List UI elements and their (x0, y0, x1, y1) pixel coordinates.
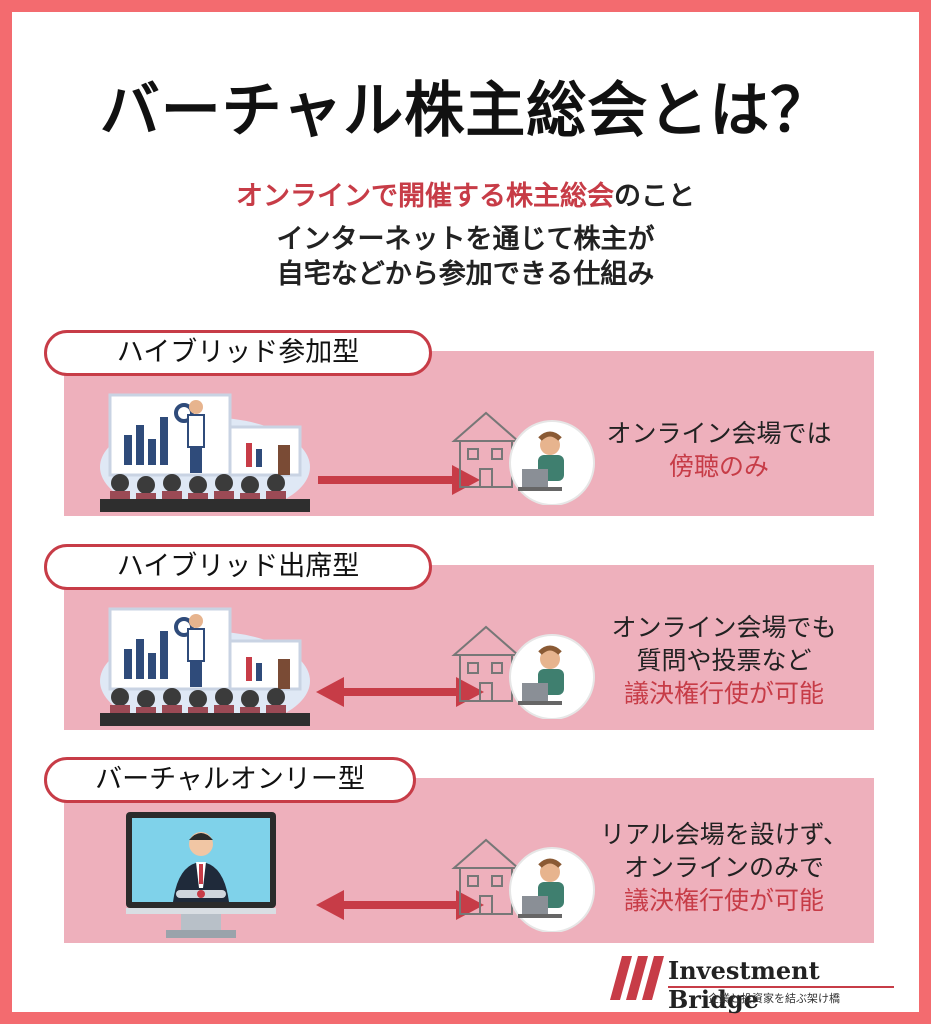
description-highlight: 議決権行使が可能 (623, 679, 824, 708)
definition-line-3: 自宅などから参加できる仕組み (276, 259, 655, 290)
label-hybrid-participation: ハイブリッド参加型 (44, 330, 432, 376)
description-highlight: 傍聴のみ (668, 452, 769, 481)
two-way-arrow (316, 677, 484, 707)
infographic-card: バーチャル株主総会とは？ オンラインで開催する株主総会のこと インターネットを通… (12, 12, 919, 1014)
label-virtual-only: バーチャルオンリー型 (44, 757, 416, 803)
description-line: オンライン会場でも (611, 613, 837, 642)
description-virtual-only: リアル会場を設けず、 オンラインのみで 議決権行使が可能 (594, 818, 854, 917)
monitor-presenter-illustration (126, 812, 276, 938)
remote-viewer-illustration (451, 838, 595, 932)
description-line: リアル会場を設けず、 (599, 820, 848, 849)
remote-viewer-illustration (451, 411, 595, 505)
panel-hybrid-participation: オンライン会場では 傍聴のみ (64, 351, 874, 516)
logo-stripes-icon (610, 956, 664, 1000)
description-line: オンライン会場では (606, 419, 832, 448)
page-title: バーチャル株主総会とは？ (99, 76, 832, 146)
description-highlight: 議決権行使が可能 (623, 886, 824, 915)
panel-virtual-only: リアル会場を設けず、 オンラインのみで 議決権行使が可能 (64, 778, 874, 943)
investment-bridge-logo: Investment Bridge 企業と投資家を結ぶ架け橋 (610, 956, 910, 1014)
description-line: オンラインのみで (623, 853, 824, 882)
description-hybrid-participation: オンライン会場では 傍聴のみ (604, 417, 834, 483)
presentation-hall-illustration (100, 607, 310, 726)
two-way-arrow (316, 890, 484, 920)
presentation-hall-illustration (100, 393, 310, 512)
logo-underline (668, 986, 894, 988)
label-hybrid-attendance: ハイブリッド出席型 (44, 544, 432, 590)
logo-tagline: 企業と投資家を結ぶ架け橋 (708, 992, 840, 1005)
remote-viewer-illustration (451, 625, 595, 719)
definition-line-1: オンラインで開催する株主総会のこと (12, 174, 919, 213)
panel-hybrid-attendance: オンライン会場でも 質問や投票など 議決権行使が可能 (64, 565, 874, 730)
definition-highlight: オンラインで開催する株主総会 (236, 181, 614, 212)
logo-wordmark: Investment Bridge (668, 956, 820, 1014)
definition-line-2: インターネットを通じて株主が (276, 224, 655, 255)
description-hybrid-attendance: オンライン会場でも 質問や投票など 議決権行使が可能 (604, 611, 844, 710)
description-line: 質問や投票など (636, 646, 812, 675)
definition-suffix: のこと (614, 181, 695, 212)
